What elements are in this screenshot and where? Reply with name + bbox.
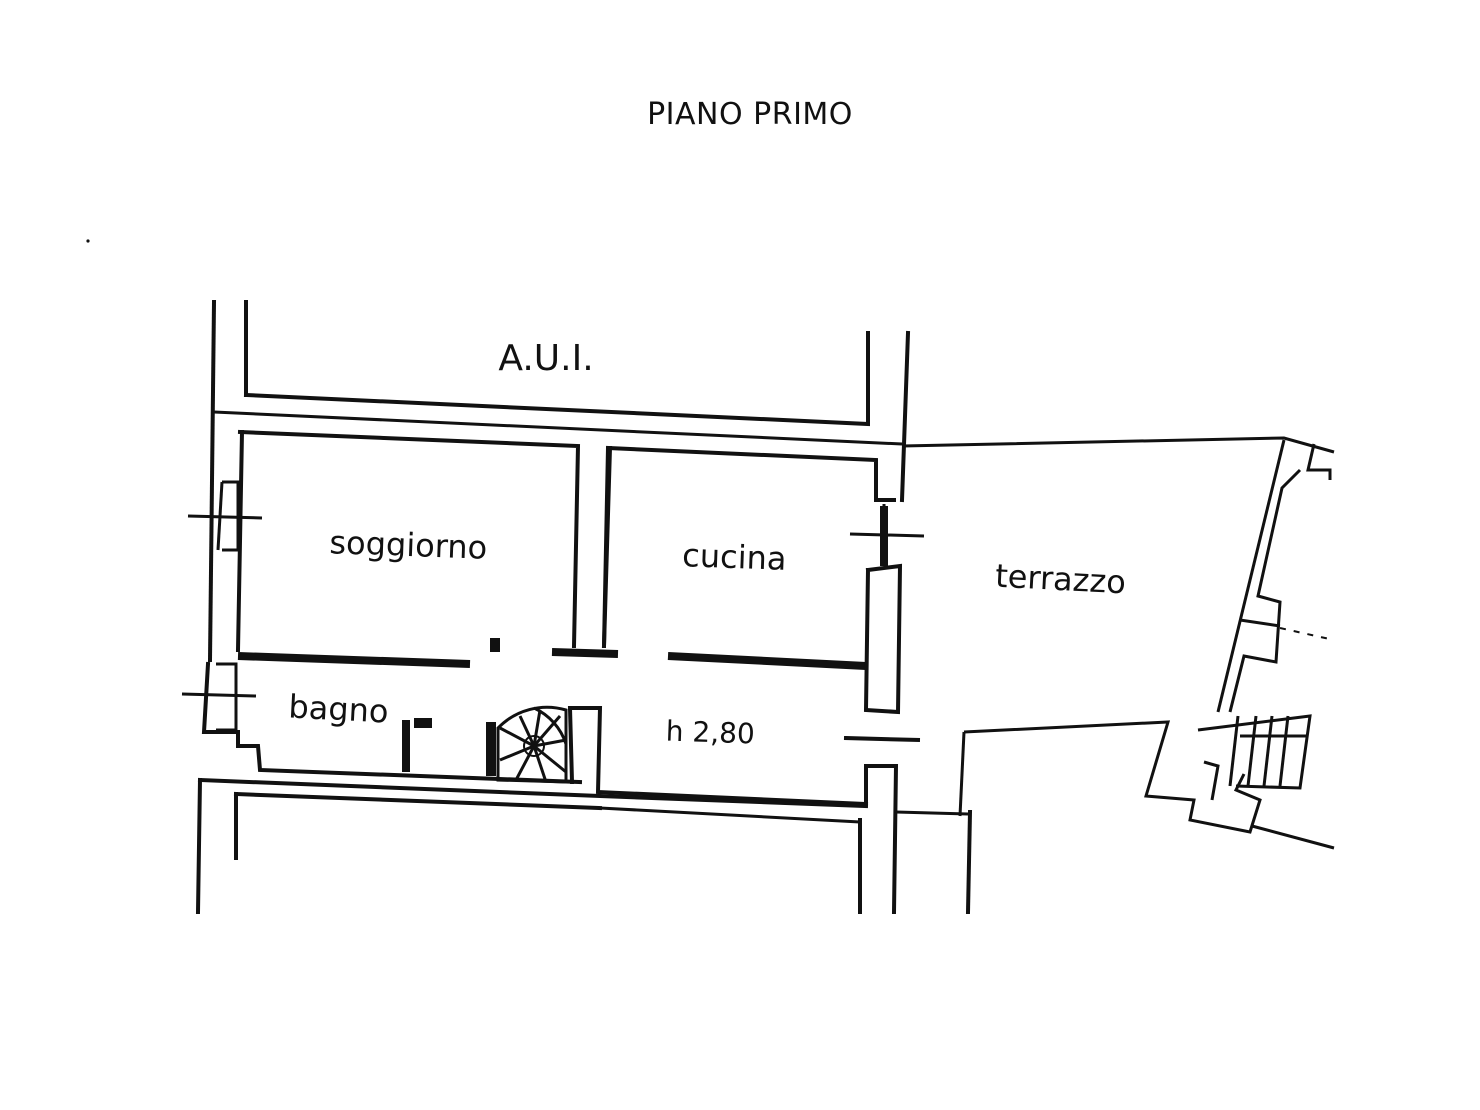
room-label-soggiorno: soggiorno	[329, 523, 488, 566]
plan-title: PIANO PRIMO	[647, 97, 853, 132]
stray-dot	[86, 239, 90, 243]
room-label-bagno: bagno	[288, 687, 390, 730]
spiral-staircase	[496, 705, 568, 784]
room-label-cucina: cucina	[682, 536, 788, 578]
walls	[181, 299, 1335, 915]
room-label-terrazzo: terrazzo	[994, 557, 1127, 602]
ceiling-height-note: h 2,80	[665, 714, 755, 750]
room-label-aui: A.U.I.	[498, 338, 593, 379]
